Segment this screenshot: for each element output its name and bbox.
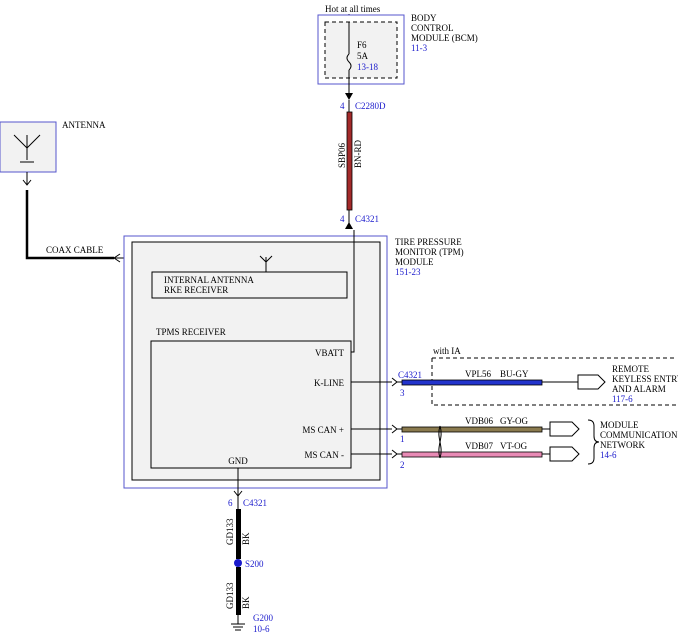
bn-rd-wire xyxy=(346,111,353,211)
mscan-dest-3: NETWORK xyxy=(600,440,645,450)
power-connector: C4321 xyxy=(355,214,379,224)
tpm-name-1: TIRE PRESSURE xyxy=(395,237,462,247)
mscan-minus-color: VT-OG xyxy=(500,441,528,451)
pin-mscan-minus: MS CAN - xyxy=(304,450,344,460)
ground-id: G200 xyxy=(253,613,273,623)
pin-vbatt: VBATT xyxy=(315,348,345,358)
ground-color-code: BK xyxy=(241,532,251,545)
coax-cable-label: COAX CABLE xyxy=(46,245,104,255)
mscan-minus-pin: 2 xyxy=(400,460,405,470)
power-wire: 4 C2280D SBP06 BN-RD 4 C4321 xyxy=(337,100,386,229)
tpm-power-arrow-icon xyxy=(345,222,353,229)
ground-ref: 10-6 xyxy=(253,624,270,634)
tpm-name-3: MODULE xyxy=(395,257,434,267)
ground-pin: 6 xyxy=(228,498,233,508)
mscan-dest-1: MODULE xyxy=(600,420,639,430)
kline-color-code: BU-GY xyxy=(500,369,529,379)
ground-circuit-label-2: GD133 xyxy=(225,582,235,609)
bcm-module: Hot at all times F6 5A 13-18 BODY CONTRO… xyxy=(317,4,478,100)
mscan-minus-circuit: VDB07 xyxy=(465,441,494,451)
mscan-minus-connector-icon xyxy=(549,446,580,462)
vt-og-wire xyxy=(401,451,543,458)
power-pin: 4 xyxy=(340,214,345,224)
tpm-module: TIRE PRESSURE MONITOR (TPM) MODULE 151-2… xyxy=(123,230,464,489)
fuse-f6-symbol xyxy=(346,53,352,71)
bcm-name-2: CONTROL xyxy=(411,23,454,33)
bk-wire-upper xyxy=(236,509,241,559)
pin-gnd: GND xyxy=(228,456,248,466)
internal-antenna-label-2: RKE RECEIVER xyxy=(164,285,228,295)
twisted-pair-icon xyxy=(438,425,442,459)
splice-label: S200 xyxy=(245,559,264,569)
bu-gy-wire xyxy=(401,379,543,386)
kline-dest-3: AND ALARM xyxy=(612,384,666,394)
kline-dest-1: REMOTE xyxy=(612,364,650,374)
mscan-plus-pin: 1 xyxy=(400,434,405,444)
fuse-ref: 13-18 xyxy=(357,62,378,72)
bcm-connector: C2280D xyxy=(355,101,386,111)
fuse-rating: 5A xyxy=(357,51,369,61)
gy-og-wire xyxy=(401,426,543,433)
pin-kline: K-LINE xyxy=(314,378,344,388)
kline-circuit: C4321 3 with IA VPL56 BU-GY REMOTE KEYLE… xyxy=(391,346,678,406)
bcm-pin: 4 xyxy=(340,101,345,111)
network-brace-icon xyxy=(587,419,600,465)
bcm-name-1: BODY xyxy=(411,13,437,23)
kline-dest-2: KEYLESS ENTRY xyxy=(612,374,678,384)
ground-circuit: 6 C4321 GD133 BK S200 GD133 BK G200 10-6 xyxy=(225,468,273,634)
kline-pin: 3 xyxy=(400,388,405,398)
kline-connector-icon xyxy=(577,374,606,390)
internal-antenna-icon xyxy=(265,255,273,263)
ground-color-code-2: BK xyxy=(241,596,251,609)
pin-mscan-plus: MS CAN + xyxy=(302,425,344,435)
bcm-ref: 11-3 xyxy=(411,43,428,53)
mscan-plus-circuit: VDB06 xyxy=(465,416,494,426)
bk-wire-lower xyxy=(236,567,241,615)
coax-cable xyxy=(25,190,114,260)
kline-circuit-label: VPL56 xyxy=(465,369,492,379)
bcm-name-3: MODULE (BCM) xyxy=(411,33,478,43)
bcm-fuse-box xyxy=(324,21,398,79)
mscan-plus-connector-icon xyxy=(549,421,580,437)
kline-dest-ref: 117-6 xyxy=(612,394,633,404)
ground-connector: C4321 xyxy=(243,498,267,508)
internal-antenna-box xyxy=(151,271,348,299)
hot-at-all-times-label: Hot at all times xyxy=(325,4,381,14)
mscan-dest-2: COMMUNICATIONS xyxy=(600,430,678,440)
antenna: ANTENNA COAX CABLE xyxy=(0,120,153,272)
bcm-output-arrow-icon xyxy=(345,93,353,100)
internal-antenna-label-1: INTERNAL ANTENNA xyxy=(164,275,254,285)
tpm-name-2: MONITOR (TPM) xyxy=(395,247,464,257)
with-ia-option-box xyxy=(431,358,677,406)
mscan-circuit: 1 2 VDB06 GY-OG VDB07 VT-OG MODULE COMMU… xyxy=(391,416,678,470)
antenna-label: ANTENNA xyxy=(62,120,106,130)
tpm-ref: 151-23 xyxy=(395,267,421,277)
power-circuit: SBP06 xyxy=(337,142,347,168)
power-color-code: BN-RD xyxy=(353,139,363,168)
kline-connector: C4321 xyxy=(398,370,422,380)
ground-circuit-label: GD133 xyxy=(225,518,235,545)
mscan-plus-color: GY-OG xyxy=(500,416,528,426)
fuse-name: F6 xyxy=(357,40,367,50)
splice-s200 xyxy=(234,559,242,567)
tpms-receiver-box xyxy=(150,340,352,469)
kline-option-label: with IA xyxy=(433,346,461,356)
tpms-receiver-label: TPMS RECEIVER xyxy=(156,327,226,337)
mscan-dest-ref: 14-6 xyxy=(600,450,617,460)
